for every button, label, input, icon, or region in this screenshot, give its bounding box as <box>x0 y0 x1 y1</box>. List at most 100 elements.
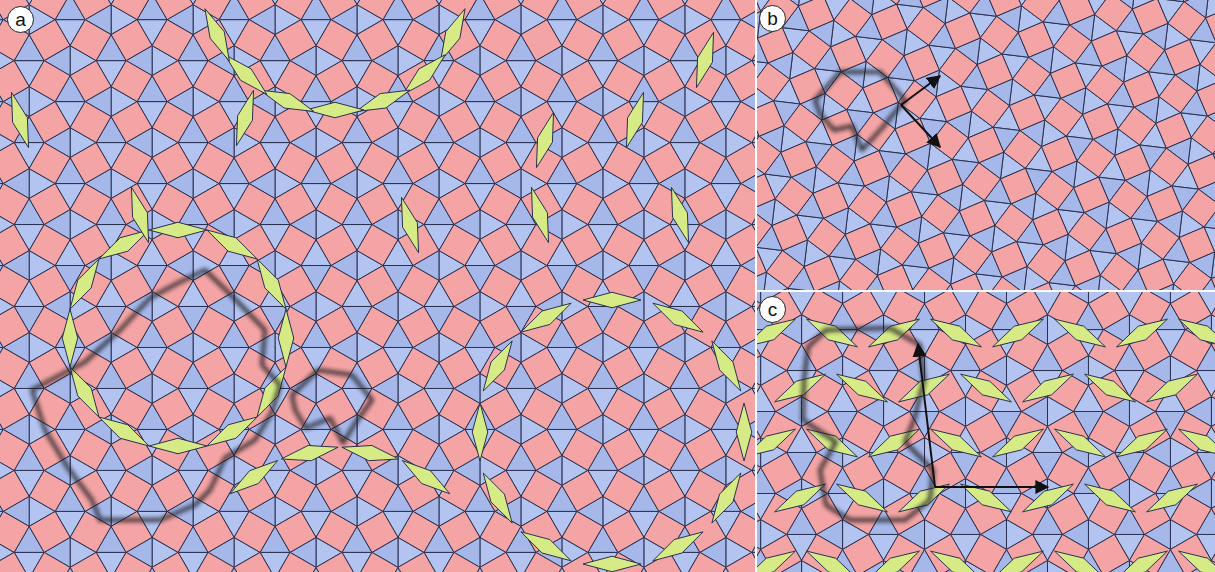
square-tile <box>886 192 921 227</box>
rhombus-tile <box>736 403 752 461</box>
rhombus-tile <box>653 303 703 332</box>
panel-divider <box>755 0 757 572</box>
square-tile <box>234 306 275 347</box>
square-tile <box>840 259 878 290</box>
square-tile <box>1054 25 1092 63</box>
square-tile <box>29 552 70 572</box>
panel-label-circle: c <box>759 296 786 323</box>
square-tile <box>562 20 603 61</box>
rhombus-tile <box>356 90 410 111</box>
square-tile <box>1083 104 1118 139</box>
rhombus-tile <box>1179 551 1215 572</box>
square-tile <box>439 552 480 572</box>
square-tile <box>907 7 945 45</box>
rhombus-tile <box>993 429 1044 457</box>
square-tile <box>439 102 480 143</box>
square-tile <box>1033 209 1068 244</box>
square-tile <box>398 0 439 20</box>
square-tile <box>927 159 962 194</box>
square-tile <box>1173 0 1208 2</box>
square-tile <box>1000 168 1035 203</box>
square-tile <box>843 412 884 453</box>
square-tile <box>111 511 152 552</box>
square-tile <box>793 31 831 69</box>
square-tile <box>877 265 912 290</box>
rhombus-tile <box>205 9 230 62</box>
square-tile <box>480 102 521 143</box>
square-tile <box>831 36 866 71</box>
square-tile <box>726 225 755 266</box>
square-tile <box>316 20 357 61</box>
square-tile <box>562 184 603 225</box>
square-tile <box>959 201 994 236</box>
vector-arrow <box>935 486 1048 488</box>
square-tile <box>234 511 275 552</box>
square-tile <box>854 151 889 186</box>
square-tile <box>234 143 275 184</box>
square-tile <box>875 0 913 4</box>
square-tile <box>480 20 521 61</box>
square-tile <box>1086 66 1124 104</box>
square-tile <box>757 493 761 534</box>
square-tile <box>234 347 275 388</box>
square-tile <box>398 143 439 184</box>
square-tile <box>644 388 685 429</box>
square-tile <box>685 0 726 20</box>
square-tile <box>603 61 644 102</box>
square-tile <box>70 552 111 572</box>
rhombus-tile <box>472 403 488 461</box>
square-tile <box>316 347 357 388</box>
rhombus-tile <box>521 303 571 332</box>
square-tile <box>357 20 398 61</box>
square-tile <box>439 306 480 347</box>
rhombus-tile <box>837 484 888 512</box>
square-tile <box>316 306 357 347</box>
square-tile <box>845 224 880 259</box>
rhombus-tile <box>775 374 826 402</box>
square-tile <box>193 552 234 572</box>
square-tile <box>881 227 919 265</box>
square-tile <box>1179 227 1214 262</box>
square-tile <box>1150 148 1188 186</box>
rhombus-tile <box>993 319 1044 347</box>
square-tile <box>757 452 761 493</box>
square-tile <box>480 184 521 225</box>
square-tile <box>316 143 357 184</box>
square-tile <box>1059 286 1097 290</box>
square-tile <box>918 233 953 268</box>
rhombus-tile <box>207 230 257 259</box>
rhombus-tile <box>1023 484 1074 512</box>
outline <box>803 328 933 520</box>
square-tile <box>70 184 111 225</box>
square-tile <box>316 61 357 102</box>
square-tile <box>111 552 152 572</box>
square-tile <box>726 61 755 102</box>
square-tile <box>968 127 1003 162</box>
square-tile <box>521 347 562 388</box>
square-tile <box>562 347 603 388</box>
square-tile <box>685 511 726 552</box>
square-tile <box>357 511 398 552</box>
rhombus-tile <box>483 473 512 523</box>
rhombus-tile <box>11 92 28 147</box>
rhombus-tile <box>131 187 148 242</box>
square-tile <box>685 225 726 266</box>
square-tile <box>152 552 193 572</box>
square-tile <box>521 0 562 20</box>
panel-label-circle: a <box>7 6 34 33</box>
square-tile <box>1206 7 1215 42</box>
rhombus-tile <box>521 532 571 561</box>
square-tile <box>936 86 971 121</box>
square-tile <box>603 470 644 511</box>
square-tile <box>972 89 1010 127</box>
square-tile <box>29 225 70 266</box>
square-tile <box>603 511 644 552</box>
square-tile <box>966 330 1007 371</box>
square-tile <box>439 266 480 307</box>
square-tile <box>357 0 398 20</box>
square-tile <box>193 470 234 511</box>
square-tile <box>70 511 111 552</box>
square-tile <box>521 388 562 429</box>
square-tile <box>954 236 992 274</box>
